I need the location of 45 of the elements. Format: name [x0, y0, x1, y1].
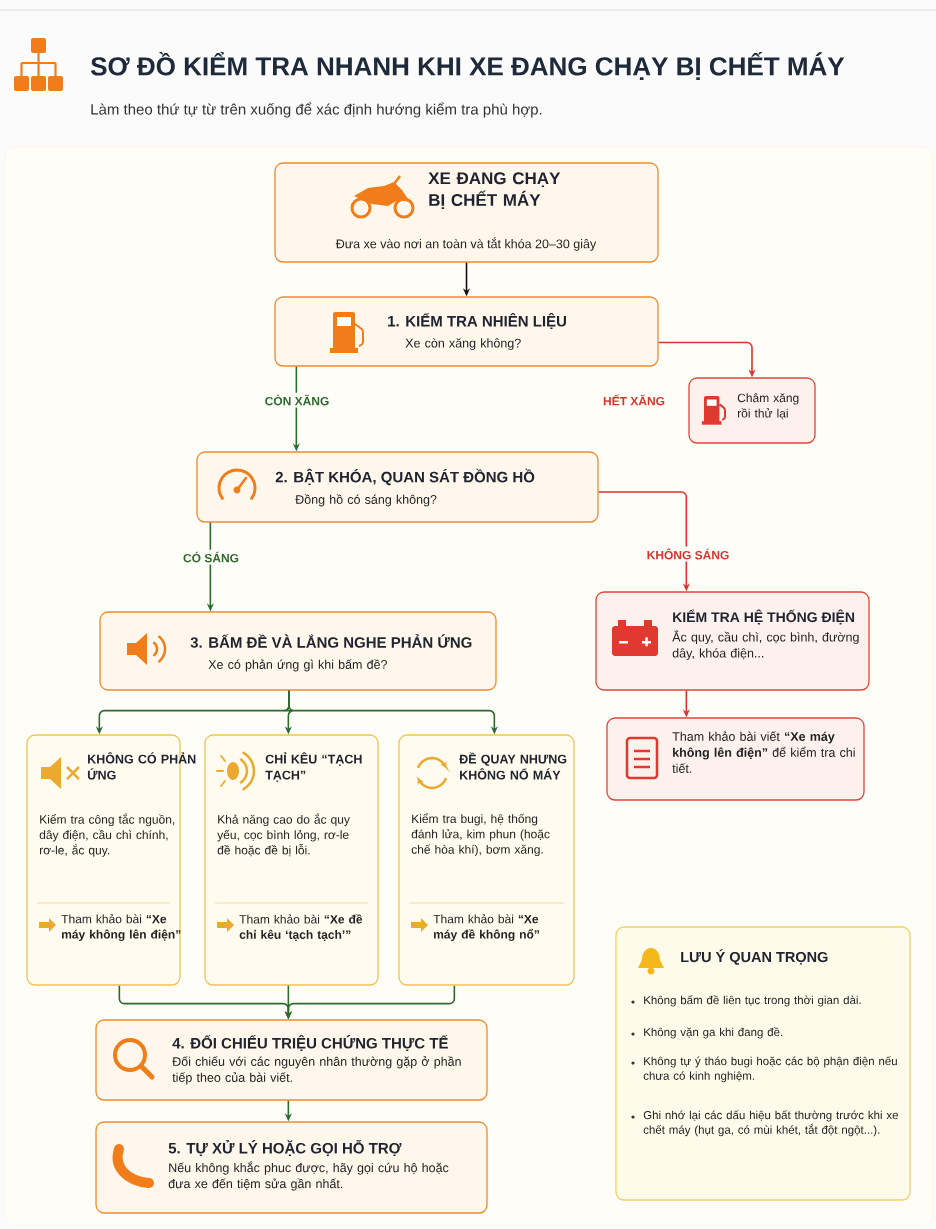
description: Kiểm tra công tắc nguồn, dây điện, cầu chì chính, rơ-le, ắc quy. — [39, 813, 175, 857]
subtitle: Làm theo thứ tự từ trên xuống để xác định hướng kiểm tra phù hợp. — [91, 102, 542, 118]
bullet-item: Không tự ý tháo bugi hoặc các bộ phận điện nếu chưa có kinh nghiệm. — [631, 1056, 897, 1083]
description: Xe có phản ứng gì khi bấm đề? — [208, 659, 387, 672]
process-box — [95, 1019, 488, 1101]
box-heading: 5. TỰ XỬ LÝ HOẶC GỌI HỖ TRỢ — [168, 1139, 402, 1157]
description: Đồng hồ có sáng không? — [295, 494, 437, 507]
box-heading: XE ĐANG CHẠY BỊ CHẾT MÁY — [428, 172, 561, 209]
description: Tham khảo bài viết “Xe máy không lên điện” để kiểm tra chi tiết. — [672, 731, 855, 773]
box-heading: KIỂM TRA HỆ THỐNG ĐIỆN — [673, 609, 855, 625]
reference-text: Tham khảo bài “Xe máy đề không nổ” — [433, 914, 539, 942]
alert-box — [688, 377, 816, 444]
result-card — [398, 734, 575, 986]
alert-box — [606, 717, 865, 801]
box-heading: 1. KIỂM TRA NHIÊN LIỆU — [388, 312, 566, 330]
reference-text: Tham khảo bài “Xe máy không lên điện” — [61, 914, 181, 942]
bullet-item: Ghi nhớ lại các dấu hiệu bất thường trước khi xe chết máy (hụt ga, có mùi khét, tắt đột ngột...). — [631, 1110, 898, 1137]
process-box — [274, 162, 659, 263]
description: Ắc quy, cầu chì, cọc bình, đường dây, khóa điện... — [672, 630, 859, 660]
box-heading: 4. ĐỐI CHIẾU TRIỆU CHỨNG THỰC TẾ — [172, 1034, 448, 1052]
description: Nếu không khắc phuc được, hãy gọi cứu hộ hoặc đưa xe đến tiệm sửa gần nhất. — [168, 1161, 449, 1191]
box-heading: ĐỀ QUAY NHƯNG KHÔNG NỔ MÁY — [459, 752, 567, 780]
description: Châm xăng rồi thử lại — [737, 393, 799, 420]
box-heading: KHÔNG CÓ PHẢN ỨNG — [87, 752, 196, 780]
box-heading: CHỈ KÊU “TẠCH TẠCH” — [265, 752, 362, 782]
box-heading: LƯU Ý QUAN TRỌNG — [681, 949, 828, 965]
box-heading: 3. BẤM ĐỀ VÀ LẮNG NGHE PHẢN ỨNG — [190, 634, 472, 648]
title: SƠ ĐỒ KIỂM TRA NHANH KHI XE ĐANG CHẠY BỊ CHẾT MÁY — [90, 52, 845, 80]
process-box — [196, 451, 599, 523]
description: Khả năng cao do ắc quy yếu, cọc bình lỏng, rơ-le đề hoặc đề bị lỗi. — [217, 813, 350, 857]
box-heading: 2. BẬT KHÓA, QUAN SÁT ĐỒNG HỒ — [275, 468, 535, 486]
process-box — [274, 296, 659, 367]
description: Đưa xe vào nơi an toàn và tắt khóa 20–30 giây — [335, 237, 597, 251]
description: Đối chiếu với các nguyên nhân thường gặp ở phần tiếp theo của bài viết. — [172, 1056, 461, 1085]
process-box — [99, 611, 497, 691]
bullet-item: Không vặn ga khi đang đề. — [631, 1027, 783, 1039]
description: Kiểm tra bugi, hệ thống đánh lửa, kim phun (hoặc chế hòa khí), bơm xăng. — [411, 813, 550, 857]
result-card — [26, 734, 196, 986]
alert-box — [595, 591, 870, 691]
process-box — [95, 1121, 488, 1214]
reference-text: Tham khảo bài “Xe đề chỉ kêu ‘tạch tạch’” — [239, 914, 363, 941]
note-box — [615, 926, 911, 1201]
bullet-item: Không bấm đề liên tục trong thời gian dài. — [631, 995, 861, 1007]
result-card — [204, 734, 379, 986]
description: Xe còn xăng không? — [405, 338, 521, 350]
